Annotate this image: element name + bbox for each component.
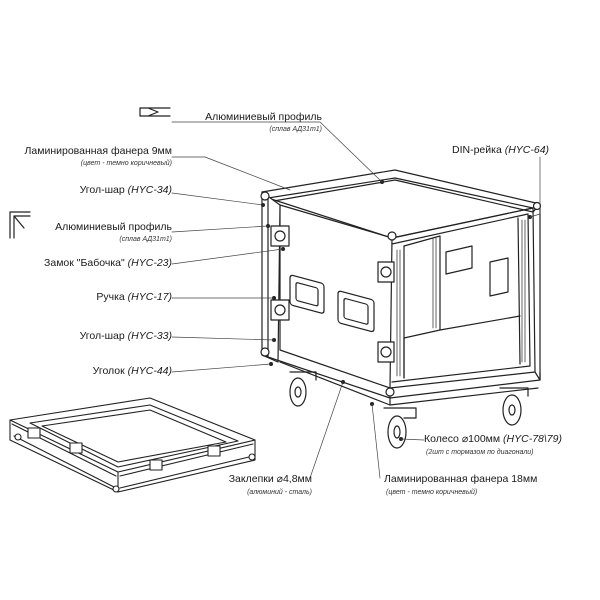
- label-rivets-sub: (алюминий - сталь): [247, 489, 312, 496]
- label-ball-corner-34: Угол-шар (HYC-34): [79, 184, 172, 196]
- label-rivets: Заклепки ⌀4,8мм: [228, 473, 312, 485]
- wheels: [289, 371, 529, 449]
- label-wheel: Колесо ⌀100мм (HYC-78\79): [424, 433, 562, 445]
- label-aluminium-profile-side-sub: (сплав АД31т1): [119, 236, 172, 243]
- lid-frame: [9, 397, 256, 493]
- label-plywood-18mm: Ламинированная фанера 18мм: [384, 473, 538, 485]
- label-butterfly-lock: Замок "Бабочка" (HYC-23): [44, 257, 172, 269]
- label-wheel-sub: (2шт с тормазом по диагонали): [426, 449, 534, 456]
- label-ball-corner-33: Угол-шар (HYC-33): [79, 330, 172, 342]
- label-aluminium-profile-top-sub: (сплав АД31т1): [269, 126, 322, 133]
- case-body: [260, 169, 542, 406]
- label-aluminium-profile-side: Алюминиевый профиль: [55, 221, 172, 233]
- label-aluminium-profile-top: Алюминиевый профиль: [205, 111, 322, 123]
- label-handle: Ручка (HYC-17): [96, 291, 172, 303]
- label-din-rail: DIN-рейка (HYC-64): [452, 144, 550, 156]
- profile-icon-top: [139, 107, 171, 117]
- label-plywood-18mm-sub: (цвет - темно коричневый): [386, 489, 478, 496]
- label-corner-44: Уголок (HYC-44): [92, 365, 172, 377]
- profile-icon-side: [9, 211, 31, 239]
- leader-lines: [171, 121, 541, 479]
- label-plywood-9mm: Ламинированная фанера 9мм: [24, 145, 173, 157]
- label-plywood-9mm-sub: (цвет - темно коричневый): [80, 160, 172, 167]
